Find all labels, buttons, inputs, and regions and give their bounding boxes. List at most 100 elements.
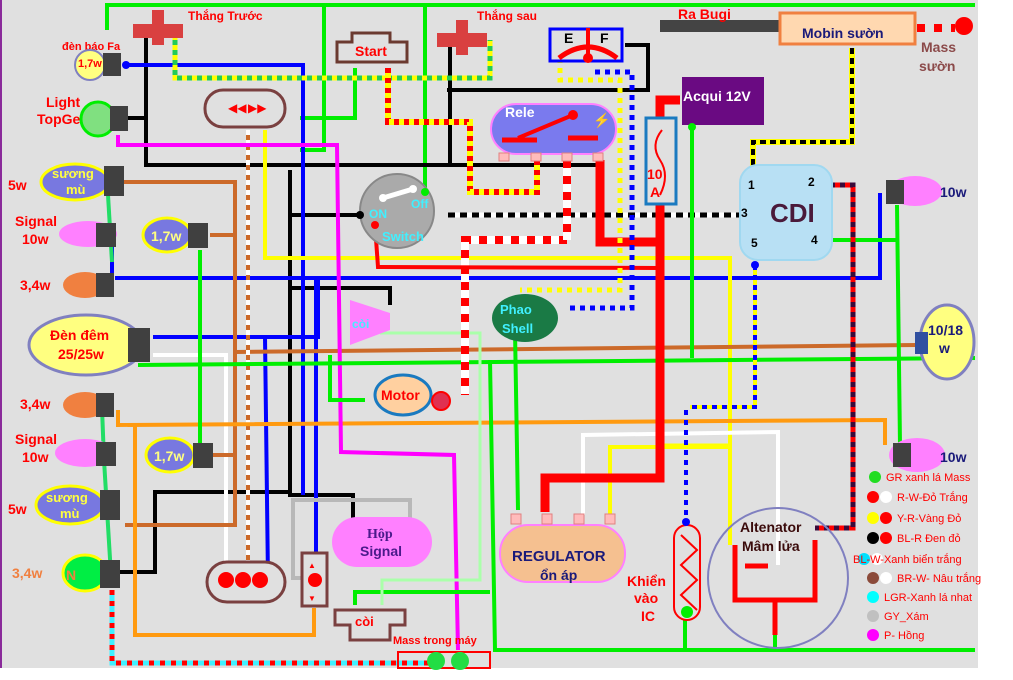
- fuel-float-body: [492, 294, 558, 342]
- relay-label: Rele: [505, 104, 535, 120]
- fog-bot-watt: 5w: [8, 501, 27, 517]
- pickup-label-3: IC: [641, 608, 655, 624]
- engine-ground-label: Mass trong máy: [393, 635, 478, 647]
- battery-box: [682, 77, 764, 125]
- ground-terminal: [451, 652, 469, 670]
- wire-blue-drop: [263, 336, 270, 581]
- light-topgen-label-1: Light: [46, 94, 81, 110]
- pickup-terminal: [682, 518, 690, 526]
- alternator-label-1: Altenator: [740, 519, 802, 535]
- fog-top-label-1: sương: [52, 166, 94, 181]
- wire-orange-flasher: [133, 425, 316, 637]
- legend-swatch: [880, 572, 892, 584]
- legend-swatch: [867, 572, 879, 584]
- horn-top-label: còi: [352, 317, 369, 331]
- wire-black-fuel: [447, 43, 650, 92]
- switch-off-label: Off: [411, 197, 429, 211]
- legend-swatch: [867, 532, 879, 544]
- ignition-coil: Mobin sườn Mass sườn: [778, 11, 973, 74]
- taillight-label-1: 10/18: [928, 322, 963, 338]
- legend-item: Y-R-Vàng Đỏ: [867, 512, 961, 525]
- relay-pin: [530, 152, 542, 162]
- wire-black-horn: [290, 286, 392, 305]
- lamp-socket: [96, 223, 116, 247]
- arrow-left-icon: ◀◀: [228, 101, 247, 115]
- legend-swatch: [867, 610, 879, 622]
- legend-item: GR xanh lá Mass: [869, 471, 971, 484]
- relay-pin: [592, 152, 604, 162]
- pickup-coil: Khiển vào IC: [627, 518, 701, 624]
- dash-lamp-bottom: 1,7w: [144, 436, 213, 474]
- turn-signal-switch: ◀◀ ▶▶: [203, 88, 287, 129]
- fuel-float: Phao Shell: [492, 294, 558, 342]
- engine-ground: Mass trong máy: [393, 635, 491, 670]
- fuse-label-1: 10: [647, 166, 663, 182]
- indicator-lamp-watt: 1,7w: [78, 58, 102, 70]
- legend-swatch: [867, 512, 879, 524]
- wire-yellow-white-fuel: [520, 58, 623, 293]
- lamp-3-4w-mid: 3,4w: [20, 392, 114, 418]
- wire-blue-white-fuel: [570, 69, 635, 311]
- regulator-label-1: REGULATOR: [512, 548, 606, 565]
- pickup-terminal: [681, 606, 693, 618]
- legend-swatch: [880, 512, 892, 524]
- indicator-lamp: đèn báo Fa 1,7w: [62, 41, 130, 81]
- light-topgen-bulb: [79, 100, 117, 138]
- cdi-unit: CDI 1 2 3 4 5: [739, 164, 833, 269]
- wire-yellow-black-coil-alt: [751, 48, 854, 170]
- wire-black-neutral: [120, 490, 290, 574]
- wire-red-regulator: [540, 200, 665, 512]
- wire-yellow-red-start-alt: [385, 68, 540, 195]
- signal-box-body: [332, 517, 432, 567]
- legend-swatch: [880, 532, 892, 544]
- horn-bottom-label: còi: [355, 614, 374, 629]
- frame-ground-terminal: [955, 17, 973, 35]
- cdi-label: CDI: [770, 198, 815, 228]
- legend-swatch: [867, 591, 879, 603]
- legend-item: P- Hồng: [867, 629, 924, 642]
- signal-box-label-1: Hộp: [367, 527, 393, 542]
- starter-motor-label: Motor: [381, 387, 420, 403]
- signal-box-label-2: Signal: [360, 543, 402, 559]
- fuel-gauge-pivot: [583, 53, 593, 63]
- ground-terminal: [427, 652, 445, 670]
- wire-yellow-green-brake-alt: [172, 35, 493, 81]
- wire-brown-taillight: [234, 343, 919, 354]
- dash-lamp-top-label: 1,7w: [151, 228, 181, 244]
- wire-yellow-main: [263, 130, 732, 545]
- lamp-socket: [103, 53, 121, 76]
- lamp-socket: [100, 490, 120, 520]
- lamp-socket: [915, 332, 928, 354]
- arrow-down-icon: ▼: [308, 594, 316, 603]
- cdi-terminal-5: [751, 261, 759, 269]
- lamp-3-4w-mid-label: 3,4w: [20, 396, 50, 412]
- battery-terminal: [688, 123, 696, 131]
- fuel-gauge: E F: [548, 27, 624, 63]
- legend-swatch: [871, 553, 883, 565]
- fuel-float-label-1: Phao: [500, 302, 532, 317]
- legend-item: BL-W-Xanh biển trắng: [853, 553, 962, 566]
- fuse-label-2: A: [650, 184, 660, 200]
- wire-pink: [116, 135, 460, 651]
- lamp-socket: [886, 180, 904, 204]
- signal-right-top: 10w: [886, 176, 967, 206]
- light-topgen: Light TopGen: [37, 94, 128, 138]
- relay-arm: [517, 113, 574, 140]
- signal-left-top-label-1: Signal: [15, 213, 57, 229]
- wire-green-right: [895, 204, 902, 446]
- legend-item: R-W-Đỏ Trắng: [867, 491, 968, 504]
- headlight-label-1: Đèn đêm: [50, 327, 109, 343]
- cdi-pin-1: 1: [748, 178, 755, 192]
- lamp-socket: [128, 328, 150, 362]
- battery-label: Acqui 12V: [683, 88, 751, 104]
- wire-green-mid: [137, 356, 976, 367]
- flasher-relay: ▲ ▼: [300, 551, 329, 608]
- legend-label: Y-R-Vàng Đỏ: [897, 513, 961, 525]
- cdi-pin-4: 4: [811, 233, 818, 247]
- horn-top-shape: [350, 300, 390, 345]
- switch-lever: [382, 186, 414, 201]
- horn-bottom: còi: [333, 608, 407, 642]
- legend-label: GR xanh lá Mass: [886, 472, 971, 484]
